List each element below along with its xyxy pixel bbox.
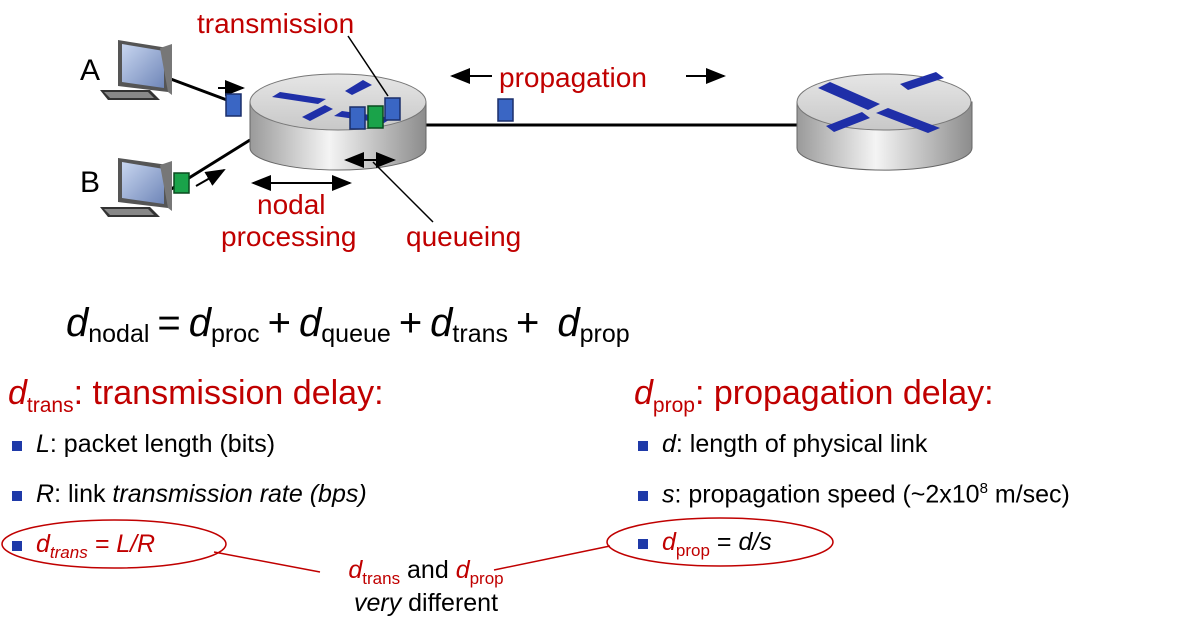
trans-bullet-formula: dtrans = L/R (10, 530, 155, 563)
packet-queue-2 (367, 105, 384, 129)
connector-left (213, 551, 321, 573)
processing-label: processing (221, 221, 356, 252)
prop-bullet-length: d: length of physical link (636, 430, 927, 459)
router-1-icon (249, 73, 427, 171)
packet-a (225, 93, 242, 117)
trans-bullet-packet-length: L: packet length (bits) (10, 430, 275, 459)
packet-b (173, 172, 190, 194)
transmission-pointer (347, 35, 389, 97)
nodal-delay-formula: dnodal=dproc+dqueue+dtrans+dprop (66, 301, 630, 348)
nodal-label: nodal (257, 189, 326, 220)
transmission-label: transmission (197, 8, 354, 39)
computer-b-icon (100, 158, 172, 217)
packet-propagating (497, 98, 514, 122)
prop-bullet-formula: dprop = d/s (636, 528, 772, 561)
link-a-router (159, 73, 236, 105)
trans-bullet-rate: R: link transmission rate (bps) (10, 480, 367, 509)
host-a-label: A (80, 54, 100, 87)
trans-delay-heading: dtrans: transmission delay: (8, 374, 384, 417)
trans-formula-ellipse (1, 519, 227, 569)
queueing-label: queueing (406, 221, 521, 252)
prop-delay-heading: dprop: propagation delay: (634, 374, 994, 417)
router-2-icon (796, 72, 973, 171)
arrow-b-icon (195, 169, 226, 187)
comparison-note: dtrans and dprop very different (348, 556, 504, 617)
connector-right (493, 545, 611, 571)
computer-a-icon (100, 40, 172, 100)
packet-queue-1 (349, 106, 366, 130)
propagation-label: propagation (499, 62, 647, 93)
queueing-pointer (372, 161, 434, 223)
prop-formula-ellipse (606, 517, 834, 567)
host-b-label: B (80, 166, 100, 199)
prop-bullet-speed: s: propagation speed (~2x108 m/sec) (636, 480, 1070, 509)
packet-queue-3 (384, 97, 401, 121)
